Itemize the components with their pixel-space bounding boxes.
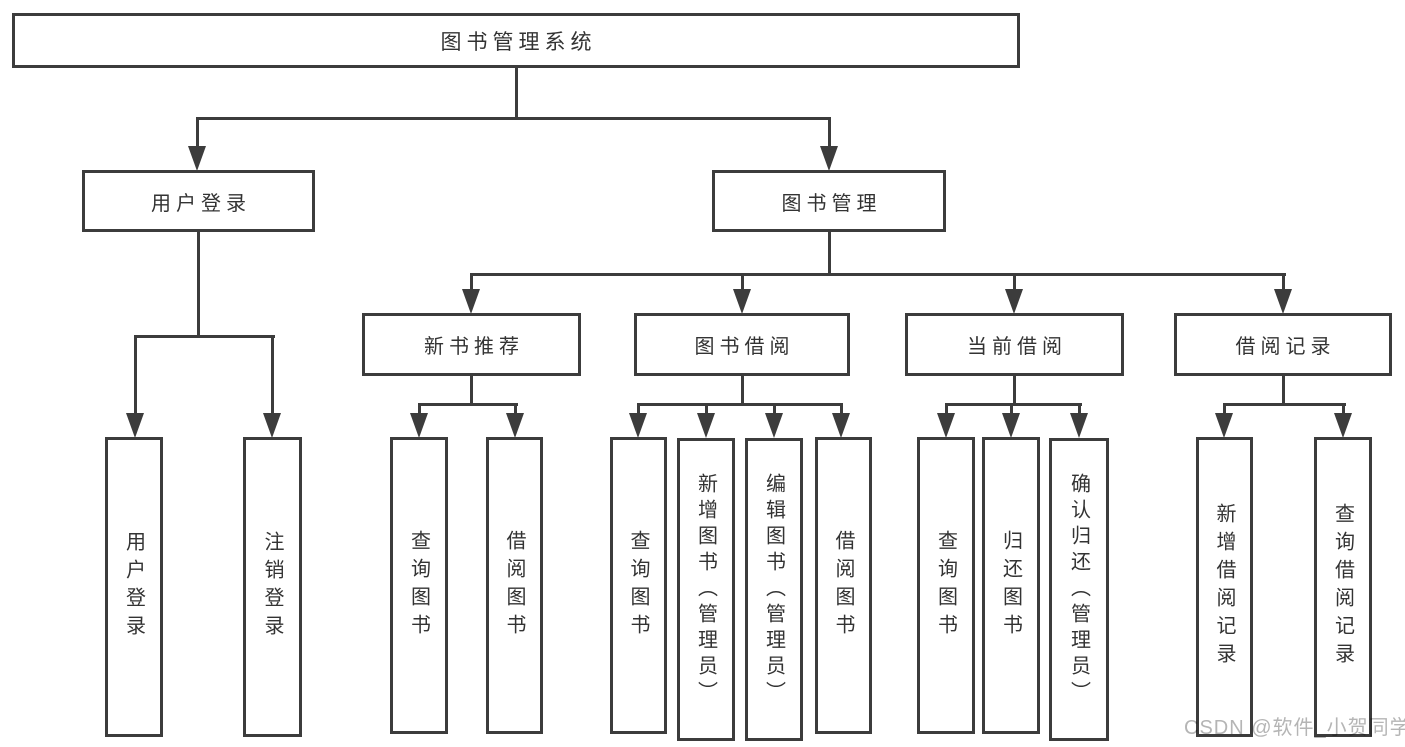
connector-to-borrow1 bbox=[514, 403, 517, 416]
arrowhead-user-login bbox=[188, 146, 206, 171]
arrowhead-book-management bbox=[820, 146, 838, 171]
arrowhead-add-record bbox=[1215, 413, 1233, 438]
node-book-management: 图书管理 bbox=[712, 170, 946, 232]
connector-to-query-record bbox=[1342, 403, 1345, 416]
connector-to-borrow-record bbox=[1282, 273, 1285, 292]
arrowhead-borrow-record bbox=[1274, 289, 1292, 314]
leaf-confirm-return-admin: 确认归还（管理员） bbox=[1049, 438, 1109, 741]
leaf-query-books-2-label: 查询图书 bbox=[627, 529, 649, 642]
leaf-borrow-books-2-label: 借阅图书 bbox=[832, 529, 854, 642]
node-user-login-label: 用户登录 bbox=[151, 192, 251, 215]
leaf-add-borrow-record: 新增借阅记录 bbox=[1196, 437, 1253, 737]
node-root: 图书管理系统 bbox=[12, 13, 1020, 68]
leaf-confirm-return-admin-label: 确认归还（管理员） bbox=[1067, 472, 1090, 707]
connector-book-borrow-rail bbox=[637, 403, 843, 406]
leaf-query-books-1-label: 查询图书 bbox=[407, 529, 430, 642]
arrowhead-current-borrow bbox=[1005, 289, 1023, 314]
connector-to-book-management bbox=[828, 117, 831, 150]
connector-to-borrow2 bbox=[840, 403, 843, 416]
leaf-query-books-3-label: 查询图书 bbox=[934, 529, 957, 642]
leaf-query-borrow-record-label: 查询借阅记录 bbox=[1331, 503, 1354, 671]
leaf-borrow-books-1: 借阅图书 bbox=[486, 437, 543, 734]
connector-user-login-stem bbox=[197, 231, 200, 338]
node-book-management-label: 图书管理 bbox=[781, 192, 882, 215]
connector-book-management-stem bbox=[828, 231, 831, 276]
connector-to-book-borrow bbox=[741, 273, 744, 292]
arrowhead-edit-books bbox=[765, 413, 783, 438]
leaf-add-books-admin: 新增图书（管理员） bbox=[677, 438, 735, 741]
arrowhead-new-book bbox=[462, 289, 480, 314]
leaf-borrow-books-1-label: 借阅图书 bbox=[503, 529, 525, 642]
connector-to-query1 bbox=[418, 403, 421, 416]
arrowhead-borrow2 bbox=[832, 413, 850, 438]
leaf-logout: 注销登录 bbox=[243, 437, 302, 737]
leaf-query-borrow-record: 查询借阅记录 bbox=[1314, 437, 1372, 737]
connector-to-new-book bbox=[470, 273, 473, 292]
node-user-login: 用户登录 bbox=[82, 170, 315, 232]
connector-new-book-rail bbox=[418, 403, 518, 406]
leaf-add-borrow-record-label: 新增借阅记录 bbox=[1213, 503, 1235, 671]
leaf-return-books: 归还图书 bbox=[982, 437, 1040, 734]
arrowhead-query2 bbox=[629, 413, 647, 438]
node-root-label: 图书管理系统 bbox=[440, 30, 597, 54]
node-current-borrow: 当前借阅 bbox=[905, 313, 1124, 376]
arrowhead-leaf-logout bbox=[263, 413, 281, 438]
csdn-watermark: CSDN @软件_小贺同学 bbox=[1184, 717, 1405, 739]
connector-to-leaf-user-login bbox=[134, 335, 137, 415]
connector-to-query3 bbox=[945, 403, 948, 416]
arrowhead-add-books bbox=[697, 413, 715, 438]
leaf-query-books-3: 查询图书 bbox=[917, 437, 975, 734]
arrowhead-leaf-user-login bbox=[126, 413, 144, 438]
leaf-edit-books-admin-label: 编辑图书（管理员） bbox=[762, 472, 785, 707]
node-current-borrow-label: 当前借阅 bbox=[967, 336, 1067, 358]
connector-root-stem bbox=[515, 67, 518, 119]
node-borrow-record-label: 借阅记录 bbox=[1235, 336, 1336, 358]
connector-new-book-stem bbox=[470, 375, 473, 406]
connector-current-borrow-rail bbox=[945, 403, 1082, 406]
connector-to-user-login bbox=[196, 117, 199, 150]
connector-book-management-rail bbox=[470, 273, 1286, 276]
connector-user-login-rail bbox=[134, 335, 275, 338]
arrowhead-confirm-return bbox=[1070, 413, 1088, 438]
connector-to-add-record bbox=[1223, 403, 1226, 416]
node-book-borrow-label: 图书借阅 bbox=[694, 336, 795, 358]
leaf-return-books-label: 归还图书 bbox=[999, 529, 1022, 642]
connector-to-current-borrow bbox=[1013, 273, 1016, 292]
connector-to-query2 bbox=[637, 403, 640, 416]
connector-current-borrow-stem bbox=[1013, 375, 1016, 406]
leaf-user-login: 用户登录 bbox=[105, 437, 163, 737]
connector-to-return-books bbox=[1010, 403, 1013, 416]
connector-to-add-books bbox=[705, 403, 708, 416]
connector-root-rail bbox=[196, 117, 831, 120]
leaf-add-books-admin-label: 新增图书（管理员） bbox=[694, 472, 717, 707]
connector-borrow-record-stem bbox=[1282, 375, 1285, 406]
arrowhead-query1 bbox=[410, 413, 428, 438]
arrowhead-query-record bbox=[1334, 413, 1352, 438]
connector-to-leaf-logout bbox=[271, 335, 274, 415]
node-new-book-recommend: 新书推荐 bbox=[362, 313, 581, 376]
arrowhead-book-borrow bbox=[733, 289, 751, 314]
leaf-query-books-1: 查询图书 bbox=[390, 437, 448, 734]
node-book-borrow: 图书借阅 bbox=[634, 313, 850, 376]
leaf-query-books-2: 查询图书 bbox=[610, 437, 667, 734]
leaf-borrow-books-2: 借阅图书 bbox=[815, 437, 872, 734]
node-new-book-recommend-label: 新书推荐 bbox=[424, 336, 524, 358]
connector-to-confirm-return bbox=[1078, 403, 1081, 416]
arrowhead-borrow1 bbox=[506, 413, 524, 438]
leaf-logout-label: 注销登录 bbox=[261, 531, 283, 643]
connector-borrow-record-rail bbox=[1223, 403, 1346, 406]
connector-to-edit-books bbox=[773, 403, 776, 416]
arrowhead-query3 bbox=[937, 413, 955, 438]
leaf-edit-books-admin: 编辑图书（管理员） bbox=[745, 438, 803, 741]
leaf-user-login-label: 用户登录 bbox=[122, 531, 145, 643]
arrowhead-return-books bbox=[1002, 413, 1020, 438]
connector-book-borrow-stem bbox=[741, 375, 744, 406]
node-borrow-record: 借阅记录 bbox=[1174, 313, 1392, 376]
